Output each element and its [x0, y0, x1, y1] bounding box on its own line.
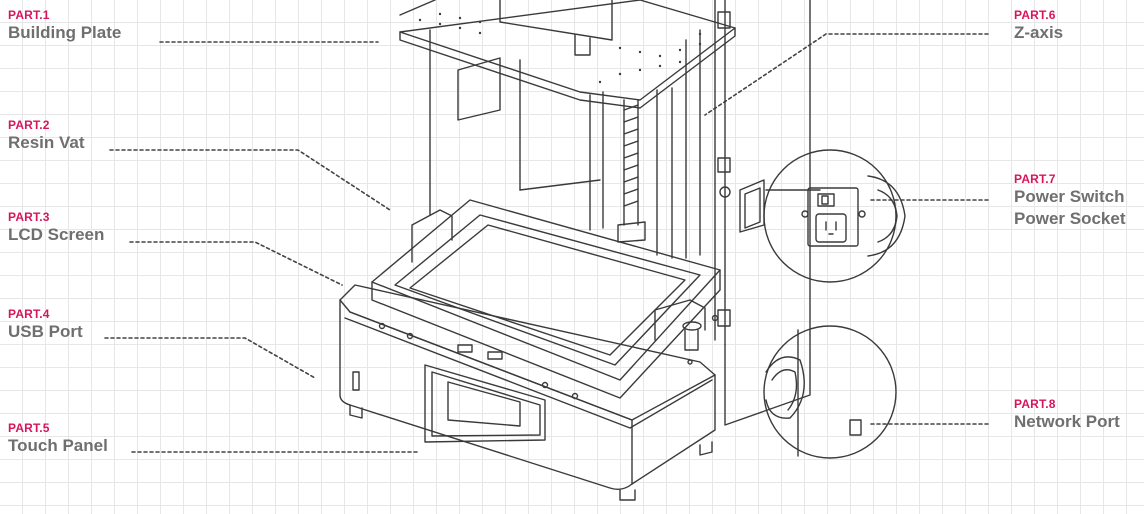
part-name: Power Switch: [1014, 187, 1125, 206]
callout-part4: PART.4 USB Port: [8, 307, 83, 343]
network-detail-circle: [763, 325, 897, 459]
part-number: PART.1: [8, 8, 50, 22]
building-plate: [399, 0, 736, 109]
leader-part2: [109, 149, 391, 211]
z-axis: [589, 11, 731, 327]
part-number: PART.5: [8, 421, 50, 435]
part-name: Z-axis: [1014, 23, 1064, 42]
part-name: Building Plate: [8, 23, 122, 42]
callout-part8: PART.8 Network Port: [1014, 397, 1120, 433]
part-name: LCD Screen: [8, 225, 105, 244]
leader-part4: [104, 337, 316, 379]
callout-part2: PART.2 Resin Vat: [8, 118, 85, 154]
leader-lines: [104, 33, 989, 453]
base: [339, 284, 719, 501]
part-number: PART.8: [1014, 397, 1056, 411]
callout-part5: PART.5 Touch Panel: [8, 421, 108, 457]
part-name: Resin Vat: [8, 133, 85, 152]
part-number: PART.2: [8, 118, 50, 132]
part-name: Touch Panel: [8, 436, 108, 455]
part-number: PART.7: [1014, 172, 1056, 186]
callout-part7: PART.7 Power Switch Power Socket: [1014, 172, 1126, 230]
leader-part6: [704, 33, 989, 116]
leader-part3: [129, 241, 343, 286]
part-number: PART.3: [8, 210, 50, 224]
part-number: PART.4: [8, 307, 50, 321]
callout-part6: PART.6 Z-axis: [1014, 8, 1063, 44]
callout-part1: PART.1 Building Plate: [8, 8, 121, 44]
frame: [429, 0, 811, 426]
part-number: PART.6: [1014, 8, 1056, 22]
part-name: USB Port: [8, 322, 83, 341]
power-detail-circle: [739, 149, 906, 283]
resin-vat: [371, 199, 721, 399]
part-name: Network Port: [1014, 412, 1120, 431]
part-name-2: Power Socket: [1014, 209, 1126, 228]
callout-part3: PART.3 LCD Screen: [8, 210, 104, 246]
